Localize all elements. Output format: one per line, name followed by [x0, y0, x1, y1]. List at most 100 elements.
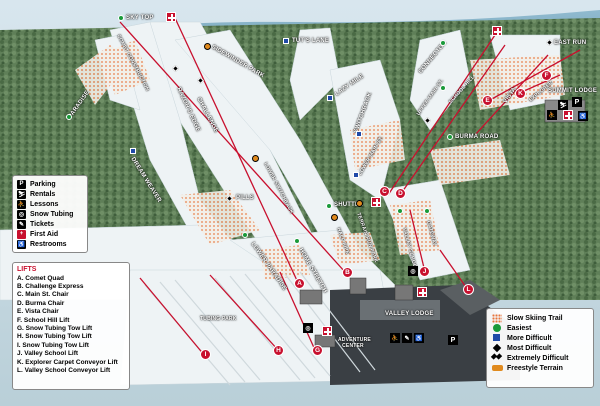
- lift-entry: L. Valley School Conveyor Lift: [17, 366, 111, 374]
- easiest-icon: [118, 15, 124, 21]
- legend-rentals: ⛷Rentals: [17, 189, 56, 199]
- lift-entry: I. Snow Tubing Tow Lift: [17, 341, 89, 349]
- lessons-icon: ⛹: [547, 110, 557, 120]
- more-difficult-icon: [283, 38, 289, 44]
- lift-entry: C. Main St. Chair: [17, 291, 69, 299]
- snow-tubing-icon: ◎: [303, 323, 313, 333]
- lift-entry: F. School Hill Lift: [17, 316, 70, 324]
- lift-marker-f: F: [541, 70, 552, 81]
- lift-marker-l: L: [463, 284, 474, 295]
- lift-entry: J. Valley School Lift: [17, 350, 79, 358]
- first-aid-icon: [166, 12, 176, 22]
- lifts-legend-title: LIFTS: [17, 266, 37, 273]
- trail-label-east-run: EAST RUN: [554, 40, 587, 46]
- first-aid-icon: [322, 326, 332, 336]
- black-diamond-icon: [492, 343, 502, 352]
- trail-label-summit-lodge: SUMMIT LODGE: [548, 88, 598, 94]
- snow-tubing-icon: ◎: [17, 209, 26, 219]
- snow-tubing-icon: ◎: [408, 266, 418, 276]
- legend-freestyle: Freestyle Terrain: [492, 363, 588, 373]
- legend-lessons: ⛹Lessons: [17, 199, 59, 209]
- freestyle-terrain-icon: [492, 364, 503, 371]
- trail-label-burma-road: BURMA ROAD: [455, 134, 499, 140]
- blue-square-icon: [493, 333, 500, 341]
- trail-label-pills: PILLS: [236, 195, 255, 201]
- easiest-icon: [66, 114, 72, 120]
- more-difficult-icon: [327, 95, 333, 101]
- lift-entry: H. Snow Tubing Tow Lift: [17, 333, 92, 341]
- freestyle-terrain-icon: [252, 155, 259, 162]
- first-aid-icon: +: [17, 229, 26, 239]
- easiest-icon: [397, 208, 403, 214]
- trail-label-tuts-lane: TUT'S LANE: [292, 38, 330, 44]
- restrooms-icon: ♿: [578, 111, 588, 121]
- lift-entry: D. Burma Chair: [17, 299, 65, 307]
- lift-entry: B. Challenge Express: [17, 283, 84, 291]
- easiest-icon: [440, 40, 446, 46]
- first-aid-icon: [563, 110, 573, 120]
- first-aid-icon: [492, 26, 502, 36]
- easiest-icon: [326, 203, 332, 209]
- legend-more-difficult: More Difficult: [492, 333, 588, 343]
- easiest-icon: [242, 232, 248, 238]
- easiest-icon: [294, 238, 300, 244]
- lift-marker-h: H: [273, 345, 284, 356]
- freestyle-terrain-icon: [331, 214, 338, 221]
- easiest-icon: [440, 85, 446, 91]
- first-aid-icon: [371, 197, 381, 207]
- lift-entry: E. Vista Chair: [17, 308, 59, 316]
- legend-restrooms: ♿Restrooms: [17, 239, 67, 249]
- tickets-icon: ✎: [17, 219, 26, 229]
- double-black-diamond-icon: [490, 352, 503, 363]
- parking-icon: P: [17, 179, 26, 189]
- lift-marker-k: K: [515, 88, 526, 99]
- more-difficult-icon: [356, 131, 362, 137]
- legend-extremely-difficult: Extremely Difficult: [490, 352, 588, 363]
- lift-marker-d: D: [395, 188, 406, 199]
- difficulty-legend: Slow Skiing Trail Easiest More Difficult…: [486, 308, 594, 388]
- green-circle-icon: [493, 323, 501, 332]
- freestyle-terrain-icon: [204, 43, 211, 50]
- lift-entry: A. Comet Quad: [17, 274, 64, 282]
- legend-easiest: Easiest: [492, 323, 588, 333]
- lifts-legend: LIFTS A. Comet Quad B. Challenge Express…: [12, 262, 130, 390]
- restrooms-icon: ♿: [17, 239, 26, 249]
- rentals-icon: ⛷: [17, 189, 26, 199]
- more-difficult-icon: [130, 148, 136, 154]
- easiest-icon: [424, 208, 430, 214]
- lift-marker-c: C: [379, 186, 390, 197]
- trail-label-sky-top: SKY TOP: [126, 15, 154, 21]
- trail-label-shuttle: SHUTTLE: [334, 202, 364, 208]
- lift-entry: G. Snow Tubing Tow Lift: [17, 325, 93, 333]
- lift-entry: K. Explorer Carpet Conveyor Lift: [17, 358, 118, 366]
- lift-marker-e: E: [482, 95, 493, 106]
- label-valley-lodge: VALLEY LODGE: [385, 311, 434, 317]
- first-aid-icon: [417, 287, 427, 297]
- legend-slow-skiing: Slow Skiing Trail: [492, 313, 588, 323]
- lessons-icon: ⛹: [390, 333, 400, 343]
- tickets-icon: ✎: [402, 333, 412, 343]
- parking-icon: P: [572, 97, 582, 107]
- legend-first-aid: +First Aid: [17, 229, 83, 239]
- label-tubing-park: TUBING PARK: [200, 316, 237, 322]
- lift-marker-g: G: [312, 345, 323, 356]
- lessons-icon: ⛹: [17, 199, 26, 209]
- legend-snow-tubing: ◎Snow Tubing: [17, 209, 74, 219]
- legend-tickets: ✎Tickets: [17, 219, 54, 229]
- freestyle-terrain-icon: [356, 200, 363, 207]
- slow-skiing-icon: [492, 313, 502, 323]
- easiest-icon: [447, 134, 453, 140]
- rentals-icon: ⛷: [558, 100, 568, 110]
- parking-icon: P: [448, 335, 458, 345]
- lift-marker-i: I: [200, 349, 211, 360]
- label-adventure-center: ADVENTURE CENTER: [338, 337, 371, 349]
- lift-marker-j: J: [419, 266, 430, 277]
- restrooms-icon: ♿: [414, 333, 424, 343]
- lift-marker-b: B: [342, 267, 353, 278]
- lift-marker-a: A: [294, 278, 305, 289]
- legend-most-difficult: Most Difficult: [492, 343, 588, 353]
